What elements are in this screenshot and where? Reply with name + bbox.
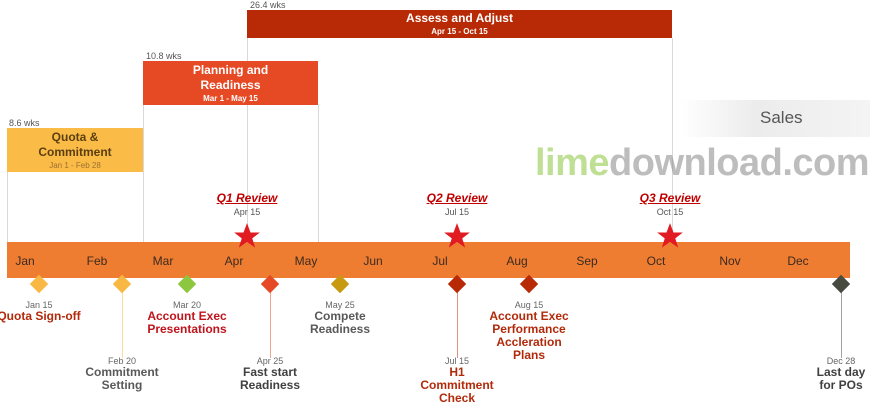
phase-guide-line — [247, 38, 248, 242]
review-title: Q1 Review — [216, 191, 278, 205]
milestone-label: Account Exec — [489, 309, 569, 323]
milestone-label: Quota Sign-off — [0, 309, 81, 323]
phase-guide-line — [318, 105, 319, 242]
month-label: Nov — [719, 254, 741, 268]
phase-duration: 10.8 wks — [146, 51, 182, 61]
sales-label: Sales — [760, 108, 803, 127]
phase-guide-line — [143, 105, 144, 242]
month-label: Jun — [363, 254, 383, 268]
review-title: Q3 Review — [639, 191, 701, 205]
milestone-stem — [457, 284, 458, 358]
watermark: limedownload.com — [535, 141, 870, 185]
watermark-part: lime — [535, 142, 610, 184]
phase-title: Quota & — [51, 130, 99, 144]
month-label: Aug — [506, 254, 528, 268]
phase-dates: Mar 1 - May 15 — [203, 94, 258, 103]
milestone-label: Fast start — [242, 365, 298, 379]
review-date: Apr 15 — [233, 207, 261, 217]
phase-dates: Apr 15 - Oct 15 — [431, 27, 488, 36]
month-label: Dec — [787, 254, 809, 268]
milestone-date: Apr 25 — [256, 356, 284, 366]
star-icon — [444, 223, 470, 248]
month-label: Jul — [432, 254, 448, 268]
star-icon — [234, 223, 260, 248]
phase-duration: 8.6 wks — [9, 118, 40, 128]
milestone-label: Account Exec — [147, 309, 227, 323]
milestone-label: Accleration — [496, 335, 562, 349]
milestone-date: Mar 20 — [172, 300, 202, 310]
timeline-bar — [7, 242, 850, 278]
watermark-part: download.com — [609, 142, 870, 184]
milestone-label: Compete — [314, 309, 366, 323]
month-label: Mar — [152, 254, 174, 268]
phase-planning-readiness: Planning and Readiness Mar 1 - May 15 — [143, 61, 318, 105]
phase-title: Commitment — [38, 145, 112, 159]
star-icon — [657, 223, 683, 248]
milestone-date: Jul 15 — [444, 356, 470, 366]
phase-assess-adjust: Assess and Adjust Apr 15 - Oct 15 — [247, 10, 672, 38]
month-label: Oct — [646, 254, 666, 268]
review-date: Oct 15 — [656, 207, 684, 217]
sales-label-box: Sales — [680, 100, 870, 137]
month-label: Apr — [224, 254, 244, 268]
month-label: Jan — [15, 254, 35, 268]
phase-title: Readiness — [200, 78, 261, 92]
review-date: Jul 15 — [444, 207, 470, 217]
milestone-label: for POs — [819, 378, 863, 392]
milestone-label: Readiness — [239, 378, 301, 392]
milestone-date: Aug 15 — [514, 300, 544, 310]
review-title: Q2 Review — [426, 191, 488, 205]
milestone-label: Performance — [492, 322, 566, 336]
milestone-date: Jan 15 — [25, 300, 53, 310]
phase-title: Planning and — [192, 63, 269, 77]
milestone-label: Readiness — [309, 322, 371, 336]
phase-title: Assess and Adjust — [406, 11, 513, 25]
milestone-stem — [122, 284, 123, 358]
milestone-label: Check — [438, 391, 476, 405]
month-label: Sep — [576, 254, 598, 268]
milestone-label: Plans — [512, 348, 546, 362]
milestone-date: May 25 — [325, 300, 355, 310]
phase-duration: 26.4 wks — [250, 0, 286, 10]
milestone-label: H1 — [449, 365, 465, 379]
milestone-label: Presentations — [147, 322, 227, 336]
month-label: Feb — [86, 254, 108, 268]
milestone-date: Feb 20 — [107, 356, 137, 366]
milestone-label: Last day — [816, 365, 866, 379]
milestone-stem — [841, 284, 842, 358]
milestone-label: Commitment — [420, 378, 494, 392]
milestone-label: Setting — [101, 378, 143, 392]
phase-quota-commitment: Quota & Commitment Jan 1 - Feb 28 — [7, 128, 143, 172]
phase-guide-line — [7, 172, 8, 242]
milestone-stem — [270, 284, 271, 358]
milestone-label: Commitment — [85, 365, 159, 379]
month-label: May — [294, 254, 318, 268]
phase-guide-line — [672, 38, 673, 242]
milestone-date: Dec 28 — [826, 356, 856, 366]
phase-dates: Jan 1 - Feb 28 — [49, 161, 101, 170]
